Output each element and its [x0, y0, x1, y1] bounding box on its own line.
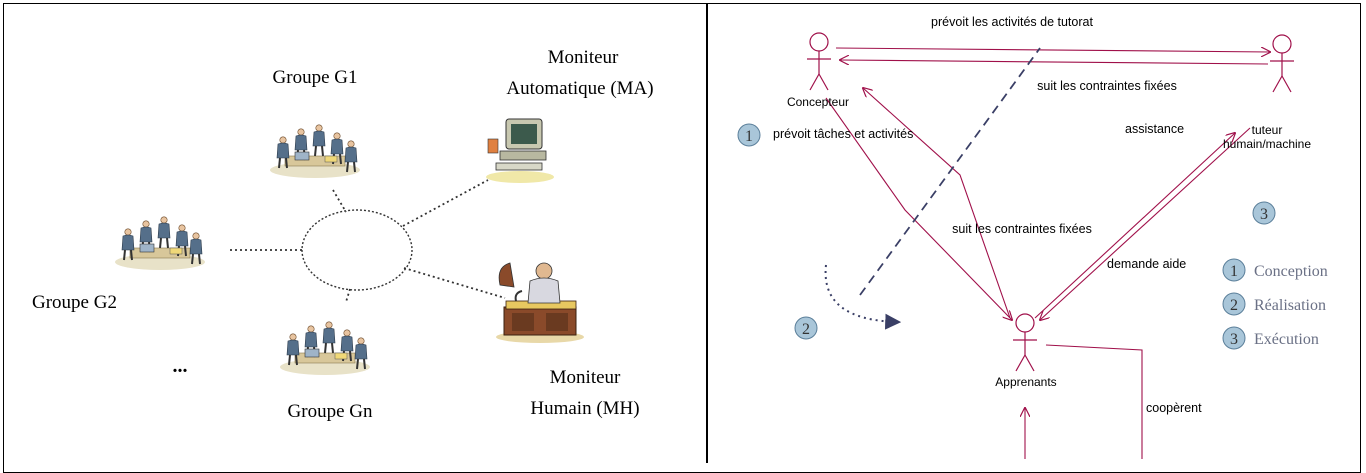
central-hub: [301, 209, 413, 291]
svg-text:2: 2: [1230, 297, 1238, 314]
link-gn: [345, 288, 351, 303]
relation-concepteur-apprenants: [825, 97, 1012, 320]
actor-concepteur-icon: [806, 32, 832, 91]
link-g1: [332, 189, 347, 213]
legend-item: 3 Exécution: [1222, 326, 1319, 350]
badge-1: 1: [737, 123, 761, 147]
more-groups-ellipsis: ...: [173, 355, 188, 377]
label-suit-top: suit les contraintes fixées: [1037, 79, 1177, 93]
relation-apprenants-concepteur: [863, 88, 1011, 319]
legend-label: Exécution: [1254, 331, 1319, 348]
monitor-ma-line1: Moniteur: [548, 47, 619, 68]
link-mh: [403, 267, 506, 299]
relation-cooperent-out: [1045, 344, 1143, 459]
panel-divider: [706, 3, 708, 463]
svg-text:3: 3: [1230, 331, 1238, 348]
label-prevoit-tutorat: prévoit les activités de tutorat: [931, 15, 1093, 29]
diagram-canvas: Groupe G1 Groupe G2 ... Groupe Gn Monite…: [32, 15, 1328, 459]
actor-tuteur-icon: [1269, 34, 1295, 93]
legend: 1 Conception 2 Réalisation 3 Exécution: [1222, 258, 1328, 350]
computer-icon: [486, 118, 554, 183]
monitor-mh-line2: Humain (MH): [530, 398, 639, 419]
svg-text:3: 3: [1260, 206, 1268, 223]
link-ma: [402, 179, 489, 227]
relation-suit-top: [840, 60, 1269, 64]
actor-concepteur-label: Concepteur: [787, 95, 849, 109]
relation-assistance: [1040, 127, 1251, 320]
label-assistance: assistance: [1125, 122, 1184, 136]
human-monitor-icon: [496, 262, 584, 343]
group-gn-icon: [280, 322, 370, 375]
label-cooperent: coopèrent: [1146, 401, 1202, 415]
label-demande-aide: demande aide: [1107, 257, 1186, 271]
legend-label: Réalisation: [1254, 297, 1326, 314]
relation-prevoit-tutorat: [835, 48, 1270, 52]
actor-tuteur-label-line2: humain/machine: [1223, 137, 1311, 151]
actor-tuteur-label-line1: tuteur: [1252, 123, 1283, 137]
badge-2: 2: [794, 316, 818, 340]
legend-label: Conception: [1254, 263, 1328, 280]
actor-apprenants-icon: [1012, 313, 1038, 372]
label-prevoit-taches: prévoit tâches et activités: [773, 127, 913, 141]
actor-apprenants-label: Apprenants: [995, 375, 1056, 389]
legend-item: 2 Réalisation: [1222, 292, 1326, 316]
dashed-realisation-line: [859, 47, 1041, 296]
badge-3: 3: [1252, 201, 1276, 225]
legend-item: 1 Conception: [1222, 258, 1328, 282]
relation-demande-aide: [1034, 133, 1235, 319]
svg-text:1: 1: [745, 128, 753, 145]
group-g2-label: Groupe G2: [32, 292, 117, 313]
label-suit-mid: suit les contraintes fixées: [952, 222, 1092, 236]
monitor-mh-line1: Moniteur: [550, 367, 621, 388]
group-gn-label: Groupe Gn: [288, 401, 373, 422]
svg-text:1: 1: [1230, 263, 1238, 280]
group-g2-icon: [115, 217, 205, 270]
monitor-ma-line2: Automatique (MA): [506, 78, 653, 99]
actor-diagram: prévoit les activités de tutorat suit le…: [737, 15, 1328, 459]
dotted-realisation-arrow: [824, 264, 902, 330]
network-diagram: Groupe G1 Groupe G2 ... Groupe Gn Monite…: [32, 47, 654, 422]
group-g1-label: Groupe G1: [273, 67, 358, 88]
group-g1-icon: [270, 125, 360, 178]
svg-text:2: 2: [802, 321, 810, 338]
